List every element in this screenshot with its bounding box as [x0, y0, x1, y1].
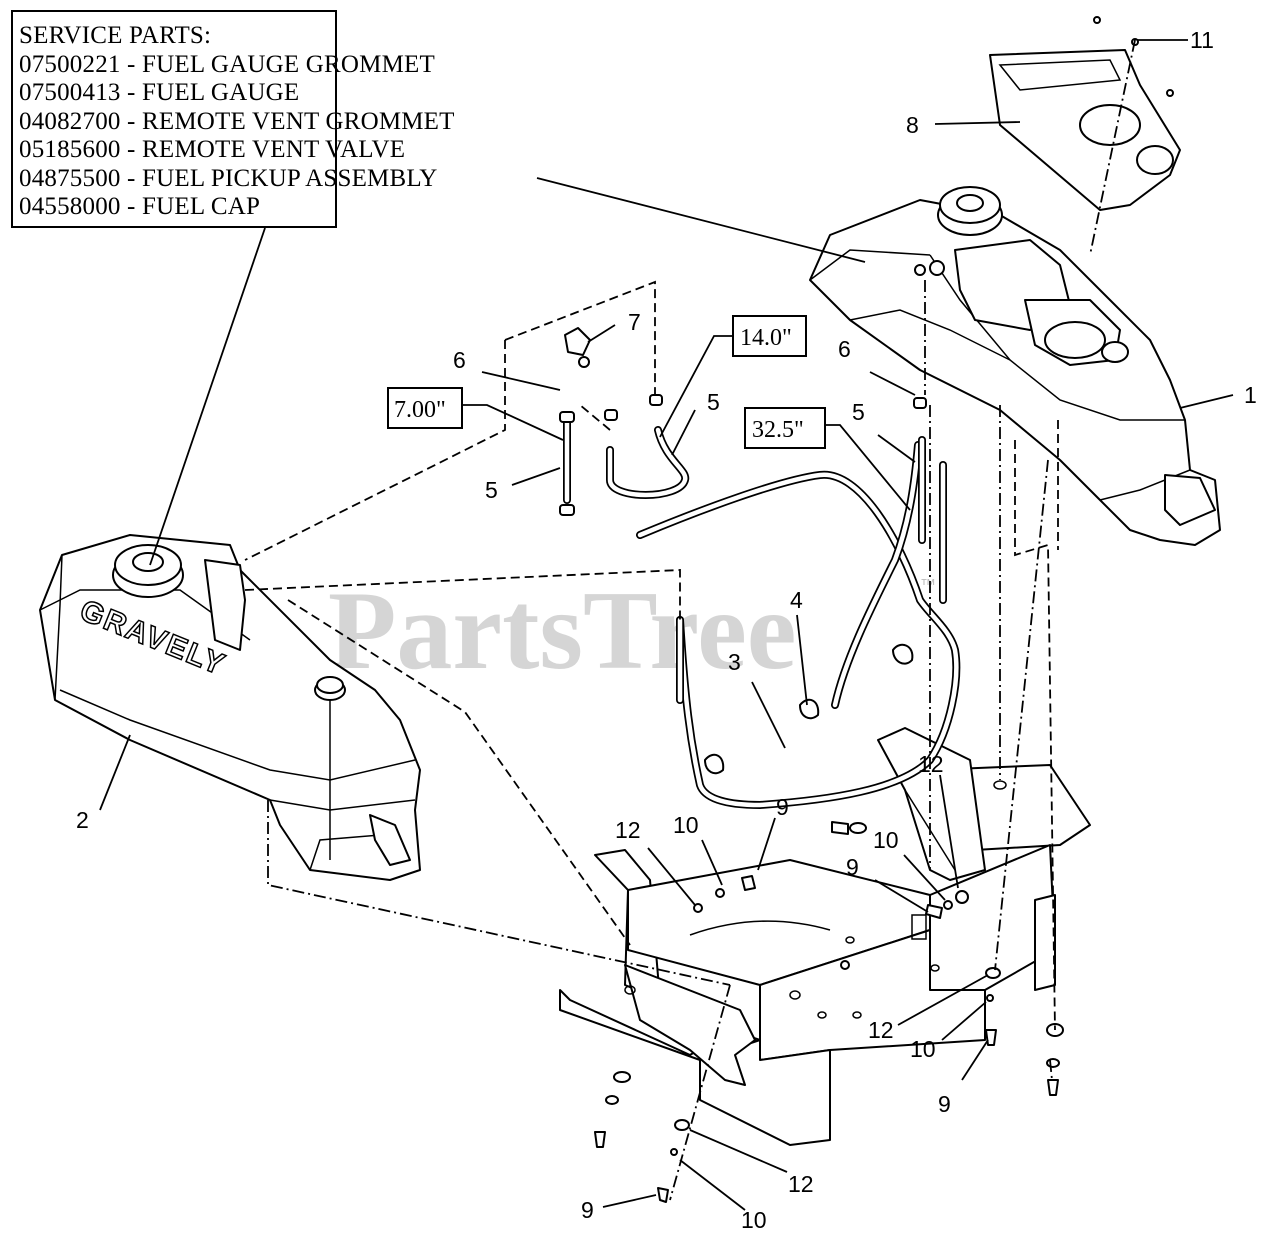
callout-9b: 9: [846, 854, 859, 880]
callout-5c: 5: [852, 399, 865, 425]
callout-9c: 9: [938, 1091, 951, 1117]
callout-3: 3: [728, 649, 741, 675]
chassis-frame: [559, 727, 1091, 1146]
callout-12c: 12: [868, 1017, 894, 1043]
callout-1: 1: [1244, 382, 1257, 408]
leader-lines: [99, 39, 1234, 1211]
service-part-item: 07500413 - FUEL GAUGE: [19, 79, 300, 106]
watermark: PartsTree: [328, 569, 797, 693]
fuel-tank-1: [809, 186, 1221, 546]
svg-text:32.5": 32.5": [752, 417, 804, 443]
service-part-item: 05185600 - REMOTE VENT VALVE: [19, 136, 406, 163]
callout-10d: 10: [741, 1207, 767, 1233]
service-part-item: 04558000 - FUEL CAP: [19, 193, 261, 220]
hardware: [594, 821, 1064, 1203]
callout-6a: 6: [453, 347, 466, 373]
callout-numbers: 1 2 3 4 5 5 5 6 6 7 8 9 9 9 9 10 10 10 1…: [76, 27, 1257, 1233]
callout-2: 2: [76, 807, 89, 833]
watermark-trademark: ™: [920, 577, 936, 594]
callout-10c: 10: [910, 1036, 936, 1062]
service-parts-heading: SERVICE PARTS:: [19, 22, 212, 49]
callout-9a: 9: [776, 794, 789, 820]
callout-12d: 12: [788, 1171, 814, 1197]
callout-10a: 10: [673, 812, 699, 838]
svg-text:14.0": 14.0": [740, 325, 792, 351]
service-part-item: 07500221 - FUEL GAUGE GROMMET: [19, 50, 435, 78]
fuel-hoses: [559, 327, 961, 810]
callout-8: 8: [906, 112, 919, 138]
callout-5b: 5: [485, 477, 498, 503]
fuel-tank-2: GRAVELY: [39, 534, 421, 881]
tank-cover-8: [989, 16, 1181, 211]
dimension-box-32: 32.5": [744, 407, 826, 449]
callout-7: 7: [628, 309, 641, 335]
service-parts-box: SERVICE PARTS: 07500221 - FUEL GAUGE GRO…: [11, 10, 455, 228]
dimension-box-7: 7.00": [387, 387, 463, 429]
callout-12b: 12: [918, 751, 944, 777]
assembly-lines: [244, 39, 1136, 1201]
svg-text:7.00": 7.00": [394, 397, 446, 423]
service-part-item: 04082700 - REMOTE VENT GROMMET: [19, 107, 455, 135]
dimension-box-14: 14.0": [732, 315, 807, 357]
callout-5a: 5: [707, 389, 720, 415]
callout-9d: 9: [581, 1197, 594, 1223]
callout-12a: 12: [615, 817, 641, 843]
callout-11: 11: [1190, 27, 1214, 53]
callout-6b: 6: [838, 336, 851, 362]
service-part-item: 04875500 - FUEL PICKUP ASSEMBLY: [19, 164, 438, 192]
callout-4: 4: [790, 587, 803, 613]
callout-10b: 10: [873, 827, 899, 853]
